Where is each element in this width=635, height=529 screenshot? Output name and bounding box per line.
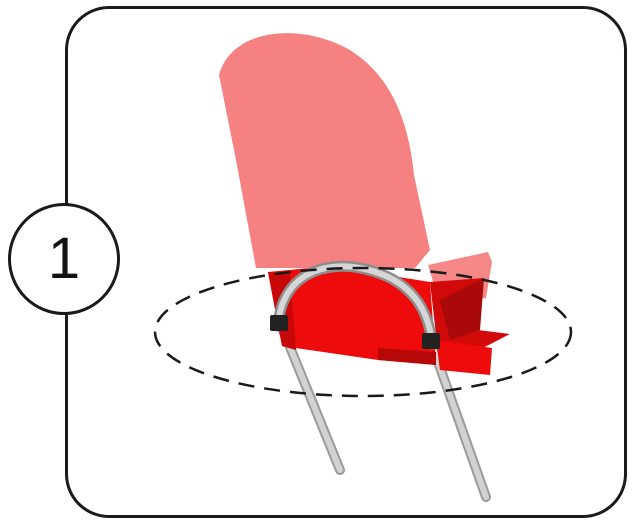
right-clip	[422, 333, 440, 349]
step-number: 1	[47, 226, 81, 291]
left-clip	[270, 315, 288, 331]
chair-legs	[278, 325, 491, 502]
focus-ellipse	[153, 266, 573, 398]
step-number-badge: 1	[8, 203, 120, 315]
backrest-shape	[219, 33, 430, 269]
